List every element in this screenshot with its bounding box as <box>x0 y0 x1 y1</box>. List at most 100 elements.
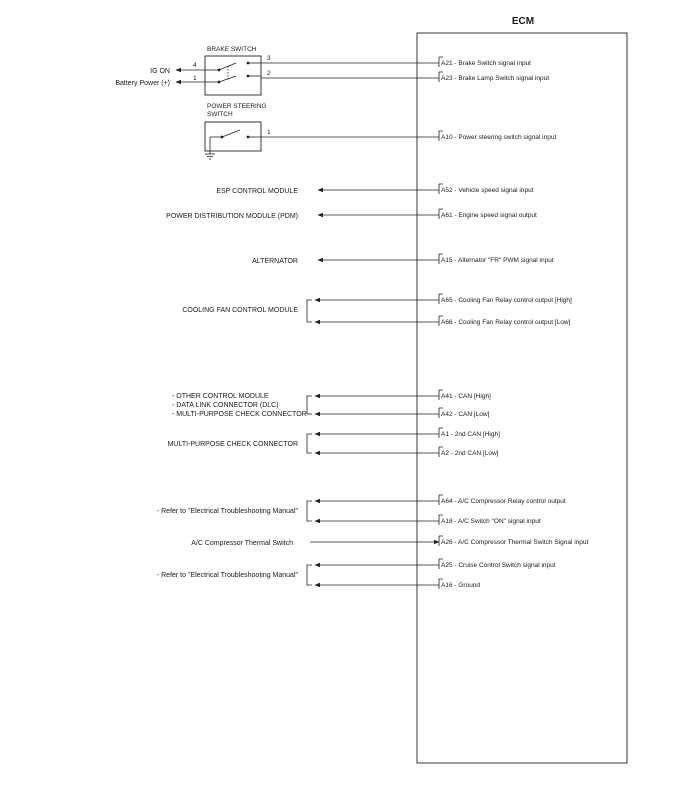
pin-desc: - 2nd CAN [High] <box>449 431 500 438</box>
svg-text:A52 - Vehicle speed signal inp: A52 - Vehicle speed signal input <box>441 187 534 194</box>
pin-code: A10 <box>441 134 453 141</box>
ecm-pin-a10: A10 - Power steering switch signal input <box>438 130 556 141</box>
svg-text:A23 - Brake Lamp Switch signal: A23 - Brake Lamp Switch signal input <box>441 75 549 82</box>
pin-code: A65 <box>441 297 453 304</box>
ps-switch-title-2: SWITCH <box>207 111 233 118</box>
pin-code: A15 <box>441 257 453 264</box>
pin-code: A18 <box>441 518 453 525</box>
brake-switch-title: BRAKE SWITCH <box>207 46 257 53</box>
pin-desc: - Cooling Fan Relay control output [High… <box>453 297 572 304</box>
pin-code: A42 <box>441 411 453 418</box>
pin-desc: - 2nd CAN [Low] <box>449 450 499 457</box>
alternator-label: ALTERNATOR <box>252 258 298 265</box>
pin-desc: - CAN [High] <box>453 393 491 400</box>
pin-desc: - Engine speed signal output <box>453 212 537 219</box>
svg-text:A10 - Power steering switch si: A10 - Power steering switch signal input <box>441 134 556 141</box>
esp-module-label: ESP CONTROL MODULE <box>216 188 298 195</box>
svg-text:A65 - Cooling Fan Relay contro: A65 - Cooling Fan Relay control output [… <box>441 297 572 304</box>
mpcc-bracket <box>306 433 312 454</box>
brake-pin-3: 3 <box>267 55 271 62</box>
ac-bracket <box>306 500 312 522</box>
ecm-pin-a15: A15 - Alternator "FR" PWM signal input <box>438 253 554 264</box>
ps-switch-box <box>204 121 262 152</box>
brake-pin-1: 1 <box>193 75 197 82</box>
pdm-module-label: POWER DISTRIBUTION MODULE (PDM) <box>166 213 298 220</box>
pin-desc: - A/C Switch "ON" signal input <box>453 518 541 525</box>
ps-switch-title-1: POWER STEERING <box>207 103 267 110</box>
svg-text:A64 - A/C Compressor Relay con: A64 - A/C Compressor Relay control outpu… <box>441 498 566 505</box>
pin-code: A64 <box>441 498 453 505</box>
ecm-pin-a61: A61 - Engine speed signal output <box>438 208 537 219</box>
pin-desc: - Ground <box>453 582 481 589</box>
svg-text:A26 - A/C Compressor Thermal S: A26 - A/C Compressor Thermal Switch Sign… <box>441 539 588 546</box>
pin-desc: - Vehicle speed signal input <box>453 187 534 194</box>
ecm-pin-a64: A64 - A/C Compressor Relay control outpu… <box>438 494 566 505</box>
svg-text:A66 - Cooling Fan Relay contro: A66 - Cooling Fan Relay control output [… <box>441 319 571 326</box>
ecm-pin-a1: A1 - 2nd CAN [High] <box>438 427 500 438</box>
pin-desc: - Brake Lamp Switch signal input <box>453 75 550 82</box>
other-module-label-1: - OTHER CONTROL MODULE <box>172 393 269 400</box>
pin-desc: - Cruise Control Switch signal input <box>453 562 556 569</box>
pin-code: A66 <box>441 319 453 326</box>
ecm-pin-a52: A52 - Vehicle speed signal input <box>438 183 534 194</box>
ecm-pin-a21: A21 - Brake Switch signal input <box>438 56 531 67</box>
brake-switch-contacts <box>205 61 261 84</box>
other-module-label-3: - MULTI-PURPOSE CHECK CONNECTOR <box>172 411 307 418</box>
svg-text:A41 - CAN [High]: A41 - CAN [High] <box>441 393 491 400</box>
ecm-pin-a2: A2 - 2nd CAN [Low] <box>438 446 499 457</box>
svg-text:A61 - Engine speed signal outp: A61 - Engine speed signal output <box>441 212 537 219</box>
pin-code: A61 <box>441 212 453 219</box>
cooling-fan-label: COOLING FAN CONTROL MODULE <box>182 307 298 314</box>
pin-desc: - CAN [Low] <box>453 411 490 418</box>
thermal-switch-label: A/C Compressor Thermal Switch <box>191 540 293 547</box>
ps-pin-1: 1 <box>267 129 271 136</box>
refer-label-2: - Refer to "Electrical Troubleshooting M… <box>157 572 299 579</box>
pin-code: A2 <box>441 450 449 457</box>
pin-code: A52 <box>441 187 453 194</box>
pin-desc: - A/C Compressor Relay control output <box>453 498 566 505</box>
svg-text:A42 - CAN [Low]: A42 - CAN [Low] <box>441 411 490 418</box>
ecm-pin-a25: A25 - Cruise Control Switch signal input <box>438 558 556 569</box>
ecm-pin-a26: A26 - A/C Compressor Thermal Switch Sign… <box>438 535 588 546</box>
svg-text:A21 - Brake Switch signal inpu: A21 - Brake Switch signal input <box>441 60 531 67</box>
pin-code: A23 <box>441 75 453 82</box>
mpcc-label: MULTI-PURPOSE CHECK CONNECTOR <box>168 441 298 448</box>
pin-desc: - A/C Compressor Thermal Switch Signal i… <box>453 539 589 546</box>
pin-desc: - Power steering switch signal input <box>453 134 557 141</box>
ig-on-label: IG ON <box>150 68 170 75</box>
pin-code: A25 <box>441 562 453 569</box>
svg-text:A1 - 2nd CAN [High]: A1 - 2nd CAN [High] <box>441 431 500 438</box>
ecm-box <box>416 32 628 764</box>
cruise-bracket <box>306 564 312 586</box>
brake-pin-2: 2 <box>267 70 271 77</box>
ecm-title: ECM <box>512 16 534 27</box>
cooling-fan-bracket <box>306 299 312 323</box>
svg-text:A25 - Cruise Control Switch si: A25 - Cruise Control Switch signal input <box>441 562 556 569</box>
ecm-pin-a16: A16 - Ground <box>438 578 480 589</box>
svg-text:A15 - Alternator "FR" PWM sign: A15 - Alternator "FR" PWM signal input <box>441 257 554 264</box>
svg-text:A16 - Ground: A16 - Ground <box>441 582 480 589</box>
other-module-label-2: - DATA LINK CONNECTOR (DLC) <box>172 402 279 409</box>
brake-pin-4: 4 <box>193 62 197 69</box>
refer-label-1: - Refer to "Electrical Troubleshooting M… <box>157 508 299 515</box>
ecm-pin-a18: A18 - A/C Switch "ON" signal input <box>438 514 541 525</box>
pin-code: A21 <box>441 60 453 67</box>
pin-desc: - Cooling Fan Relay control output [Low] <box>453 319 571 326</box>
battery-label: Battery Power (+) <box>115 80 170 87</box>
ecm-pin-a42: A42 - CAN [Low] <box>438 407 490 418</box>
pin-code: A41 <box>441 393 453 400</box>
can-bracket <box>306 395 312 415</box>
pin-code: A26 <box>441 539 453 546</box>
pin-desc: - Alternator "FR" PWM signal input <box>453 257 554 264</box>
ps-switch-contacts <box>205 129 261 160</box>
ecm-pin-a66: A66 - Cooling Fan Relay control output [… <box>438 315 571 326</box>
svg-text:A2 - 2nd CAN [Low]: A2 - 2nd CAN [Low] <box>441 450 499 457</box>
brake-switch-box <box>204 55 262 96</box>
svg-text:A18 - A/C Switch "ON" signal i: A18 - A/C Switch "ON" signal input <box>441 518 541 525</box>
ecm-pin-a23: A23 - Brake Lamp Switch signal input <box>438 71 549 82</box>
ecm-pin-a41: A41 - CAN [High] <box>438 389 491 400</box>
pin-desc: - Brake Switch signal input <box>453 60 532 67</box>
ecm-pin-a65: A65 - Cooling Fan Relay control output [… <box>438 293 572 304</box>
